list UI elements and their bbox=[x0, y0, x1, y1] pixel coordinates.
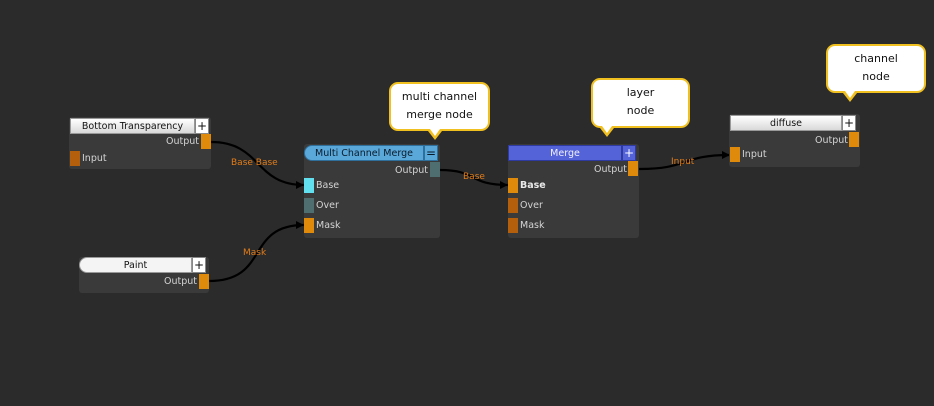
input-label-over: Over bbox=[520, 200, 543, 211]
node-multi-channel-merge[interactable]: Multi Channel Merge = Output Base Over M… bbox=[304, 144, 440, 238]
add-button[interactable]: + bbox=[622, 145, 636, 161]
input-port[interactable] bbox=[70, 151, 80, 166]
node-title[interactable]: Paint bbox=[79, 257, 192, 273]
input-label-over: Over bbox=[316, 200, 339, 211]
node-title[interactable]: Bottom Transparency bbox=[70, 118, 195, 134]
callout-line: node bbox=[626, 104, 655, 117]
input-port-mask[interactable] bbox=[508, 218, 518, 233]
wire-label: Mask bbox=[243, 248, 267, 258]
arrowhead bbox=[500, 181, 508, 189]
callout-tail bbox=[843, 91, 857, 102]
callout-line: node bbox=[862, 70, 890, 83]
callout-layer-node: layer node bbox=[591, 78, 690, 128]
arrowhead bbox=[296, 221, 304, 229]
callout-tail bbox=[600, 126, 614, 137]
add-button[interactable]: + bbox=[842, 115, 856, 131]
wire-label: Input bbox=[671, 157, 695, 167]
node-title[interactable]: Merge bbox=[508, 145, 622, 161]
callout-line: channel bbox=[854, 52, 898, 65]
input-port[interactable] bbox=[730, 147, 740, 162]
callout-line: multi channel bbox=[401, 90, 478, 103]
node-title[interactable]: diffuse bbox=[730, 115, 842, 131]
input-port-over[interactable] bbox=[508, 198, 518, 213]
output-port[interactable] bbox=[201, 134, 211, 149]
node-diffuse[interactable]: diffuse + Output Input bbox=[729, 114, 860, 167]
input-label-base: Base bbox=[520, 180, 546, 191]
wire-merge-to-diffuse-input bbox=[638, 153, 731, 171]
wire-label: Base bbox=[463, 172, 485, 182]
arrowhead bbox=[722, 151, 730, 159]
wire-bottom-transparency-to-mcm-base bbox=[210, 140, 305, 187]
callout-channel-node: channel node bbox=[826, 44, 926, 93]
node-bottom-transparency[interactable]: Bottom Transparency + Output Input bbox=[69, 117, 211, 169]
input-port-base[interactable] bbox=[304, 178, 314, 193]
input-label: Input bbox=[82, 153, 107, 164]
output-label: Output bbox=[166, 136, 199, 147]
arrowhead bbox=[296, 181, 304, 189]
input-label-base: Base bbox=[316, 180, 340, 191]
wire-label: Base Base bbox=[231, 158, 278, 168]
output-label: Output bbox=[815, 135, 848, 146]
input-label-mask: Mask bbox=[520, 220, 545, 231]
node-title[interactable]: Multi Channel Merge bbox=[304, 145, 424, 161]
input-port-mask[interactable] bbox=[304, 218, 314, 233]
callout-tail bbox=[428, 129, 442, 140]
output-port[interactable] bbox=[430, 162, 440, 177]
output-label: Output bbox=[164, 276, 197, 287]
input-port-base[interactable] bbox=[508, 178, 518, 193]
equals-button[interactable]: = bbox=[424, 145, 438, 161]
callout-line: merge node bbox=[406, 108, 473, 121]
output-port[interactable] bbox=[199, 274, 209, 289]
output-label: Output bbox=[395, 165, 428, 176]
input-label-mask: Mask bbox=[316, 220, 341, 231]
input-label: Input bbox=[742, 149, 767, 160]
callout-line: layer bbox=[626, 86, 655, 99]
node-merge[interactable]: Merge + Output Base Over Mask bbox=[508, 144, 639, 238]
add-button[interactable]: + bbox=[192, 257, 206, 273]
callout-multi-channel-merge-node: multi channel merge node bbox=[389, 82, 490, 131]
input-port-over[interactable] bbox=[304, 198, 314, 213]
output-port[interactable] bbox=[628, 161, 638, 176]
output-label: Output bbox=[594, 164, 627, 175]
wire-mcm-to-merge-base bbox=[439, 168, 509, 187]
node-paint[interactable]: Paint + Output bbox=[79, 257, 209, 293]
wire-paint-to-mcm-mask bbox=[208, 223, 305, 283]
output-port[interactable] bbox=[849, 132, 859, 147]
add-button[interactable]: + bbox=[195, 118, 209, 134]
